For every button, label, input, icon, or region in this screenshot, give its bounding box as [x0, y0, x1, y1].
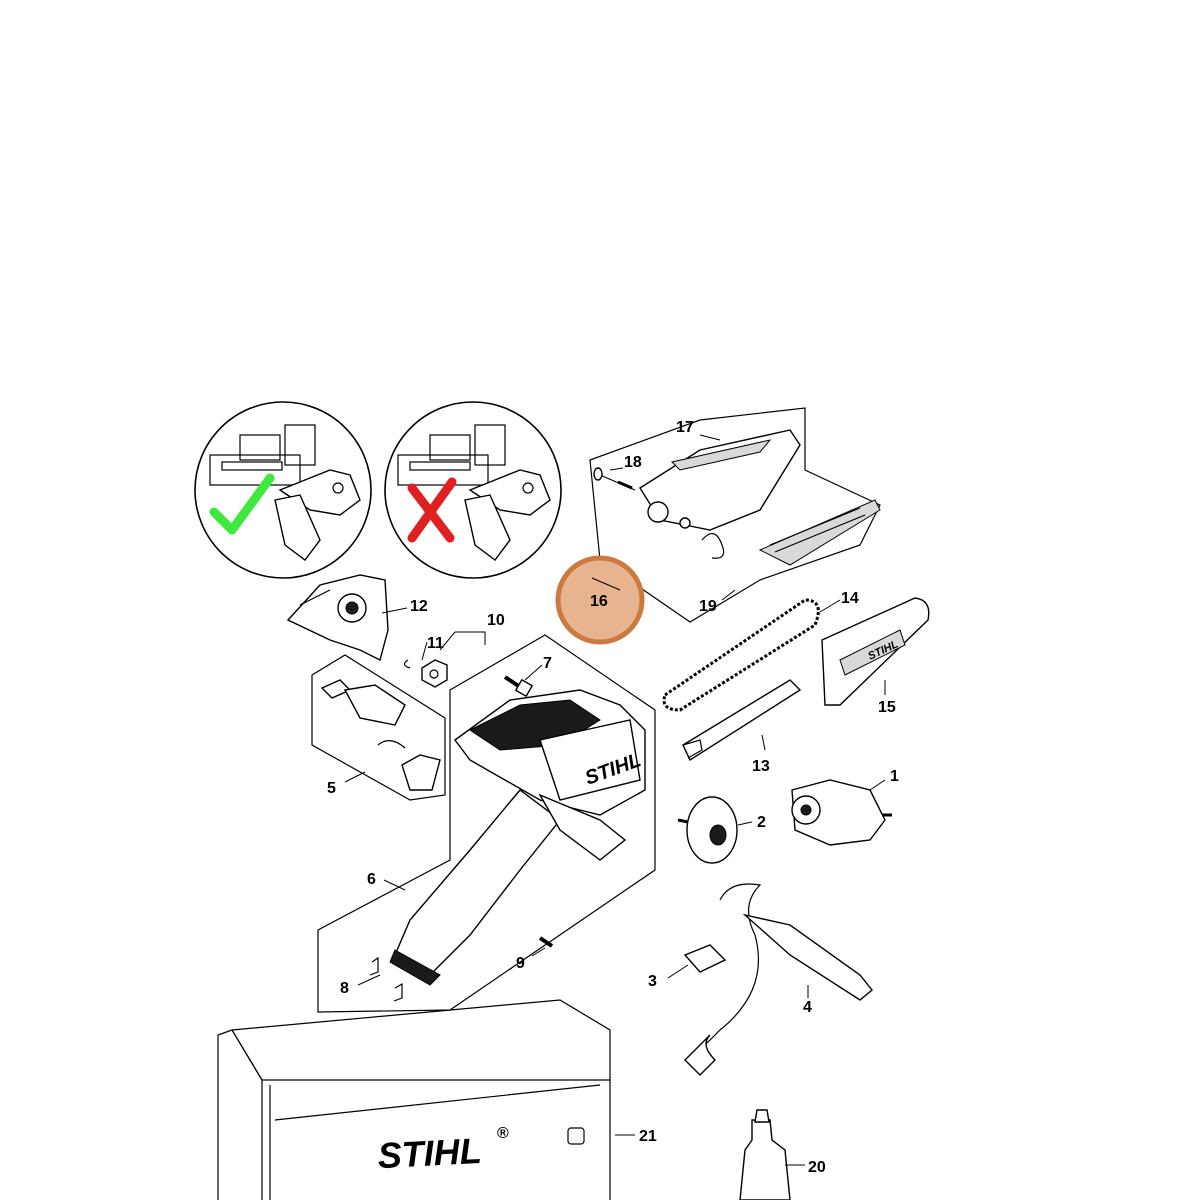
- part-15-scabbard: STIHL: [821, 597, 930, 706]
- callout-21: 21: [639, 1128, 657, 1145]
- inset-correct-parts: [209, 424, 361, 561]
- callout-6: 6: [367, 871, 376, 888]
- highlight-marker-16[interactable]: [555, 555, 645, 645]
- part-14-saw-chain: [662, 598, 820, 712]
- callout-16[interactable]: 16: [590, 593, 608, 610]
- callout-19: 19: [699, 598, 717, 615]
- chain-cover-assembly: [589, 407, 881, 623]
- case-brand-text: STIHL: [377, 1130, 483, 1176]
- leader-lines: [344, 434, 886, 1166]
- inset-correct-assembly: [194, 401, 372, 579]
- callout-18: 18: [624, 454, 642, 471]
- part-18-bolt: [593, 467, 636, 491]
- callout-15: 15: [878, 699, 896, 716]
- callout-10: 10: [487, 612, 505, 629]
- callout-5: 5: [327, 780, 336, 797]
- check-mark-icon: [209, 473, 275, 535]
- part-20-grease-tube: [739, 1109, 791, 1200]
- highlight-part-16[interactable]: [555, 555, 645, 645]
- callout-2: 2: [757, 814, 766, 831]
- inset-wrong-parts: [397, 424, 551, 561]
- callout-14: 14: [841, 590, 859, 607]
- callout-11: 11: [427, 635, 444, 652]
- callout-12: 12: [410, 598, 428, 615]
- case-brand-mark: ®: [497, 1125, 509, 1142]
- part-4-cable-harness: [684, 883, 873, 1076]
- part-5-brake-kit: [311, 654, 446, 801]
- part-17-chain-cover: [639, 429, 801, 531]
- callout-20: 20: [808, 1159, 826, 1176]
- part-8-clips: [369, 956, 403, 1002]
- callout-9: 9: [516, 955, 525, 972]
- callout-7: 7: [543, 655, 552, 672]
- callout-1: 1: [890, 768, 899, 785]
- callout-labels: 1 2 3 4 5 6 7 8 9 10 11 12 13 14 15 16 1…: [327, 419, 899, 1176]
- part-9-screw: [538, 936, 554, 948]
- callout-8: 8: [340, 980, 349, 997]
- callout-3: 3: [648, 973, 657, 990]
- part-21-case: STIHL ®: [217, 999, 611, 1200]
- part-2-gear: [677, 796, 738, 864]
- part-3-switch: [683, 944, 727, 973]
- callout-4: 4: [803, 999, 812, 1016]
- inset-wrong-assembly: [384, 401, 562, 579]
- part-6-main-housing: STIHL: [317, 634, 656, 1013]
- part-13-guide-bar: [682, 679, 802, 762]
- cross-mark-icon: [407, 477, 457, 543]
- part-1-motor: [791, 779, 892, 846]
- part-12-drive-housing: [286, 574, 389, 662]
- part-10-11-nut-washer: [403, 659, 448, 688]
- callout-13: 13: [752, 758, 770, 775]
- callout-17: 17: [676, 419, 694, 436]
- part-7-screw: [503, 675, 534, 698]
- part-19-spring-and-plate: [701, 499, 881, 566]
